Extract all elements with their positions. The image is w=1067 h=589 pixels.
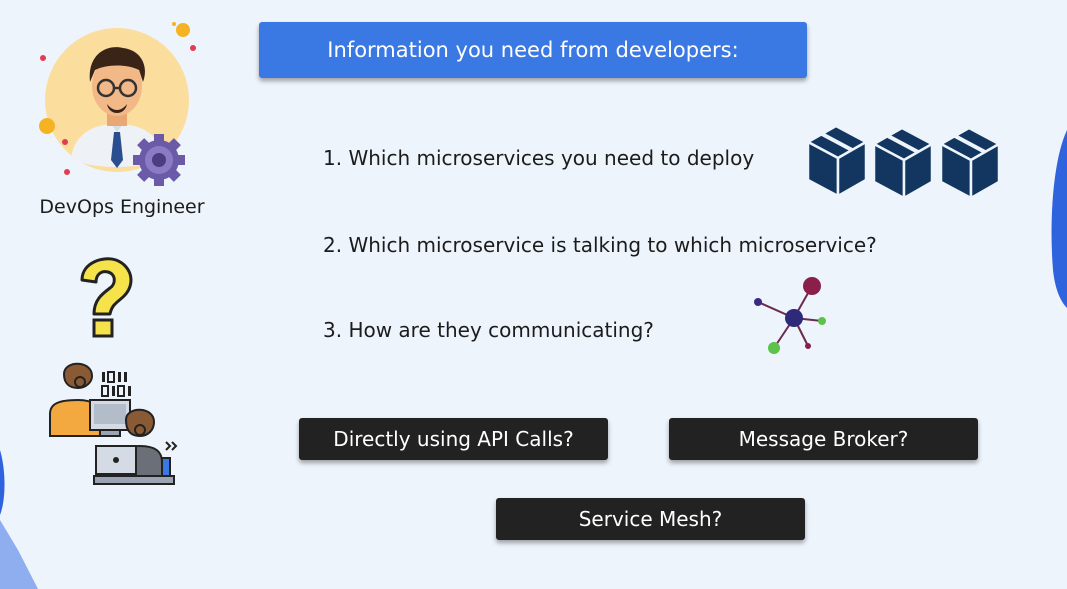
left-edge-shape [0, 450, 38, 589]
question-mark-icon [80, 257, 133, 338]
microservice-box-icon [806, 124, 868, 198]
header-banner: Information you need from developers: [259, 22, 807, 78]
microservice-box-icon [872, 126, 934, 200]
network-nodes-icon [754, 277, 826, 354]
developers-at-computers-icon [49, 362, 178, 485]
question-3: 3. How are they communicating? [323, 318, 654, 342]
role-label: DevOps Engineer [39, 196, 205, 218]
microservice-boxes-group [806, 124, 1001, 200]
devops-engineer-avatar-icon [39, 22, 196, 186]
question-1: 1. Which microservices you need to deplo… [323, 146, 755, 170]
service-mesh-button[interactable]: Service Mesh? [496, 498, 805, 540]
question-2: 2. Which microservice is talking to whic… [323, 233, 877, 257]
microservice-box-icon [939, 126, 1001, 200]
right-edge-shape [1051, 130, 1067, 308]
api-calls-button[interactable]: Directly using API Calls? [299, 418, 608, 460]
message-broker-button[interactable]: Message Broker? [669, 418, 978, 460]
